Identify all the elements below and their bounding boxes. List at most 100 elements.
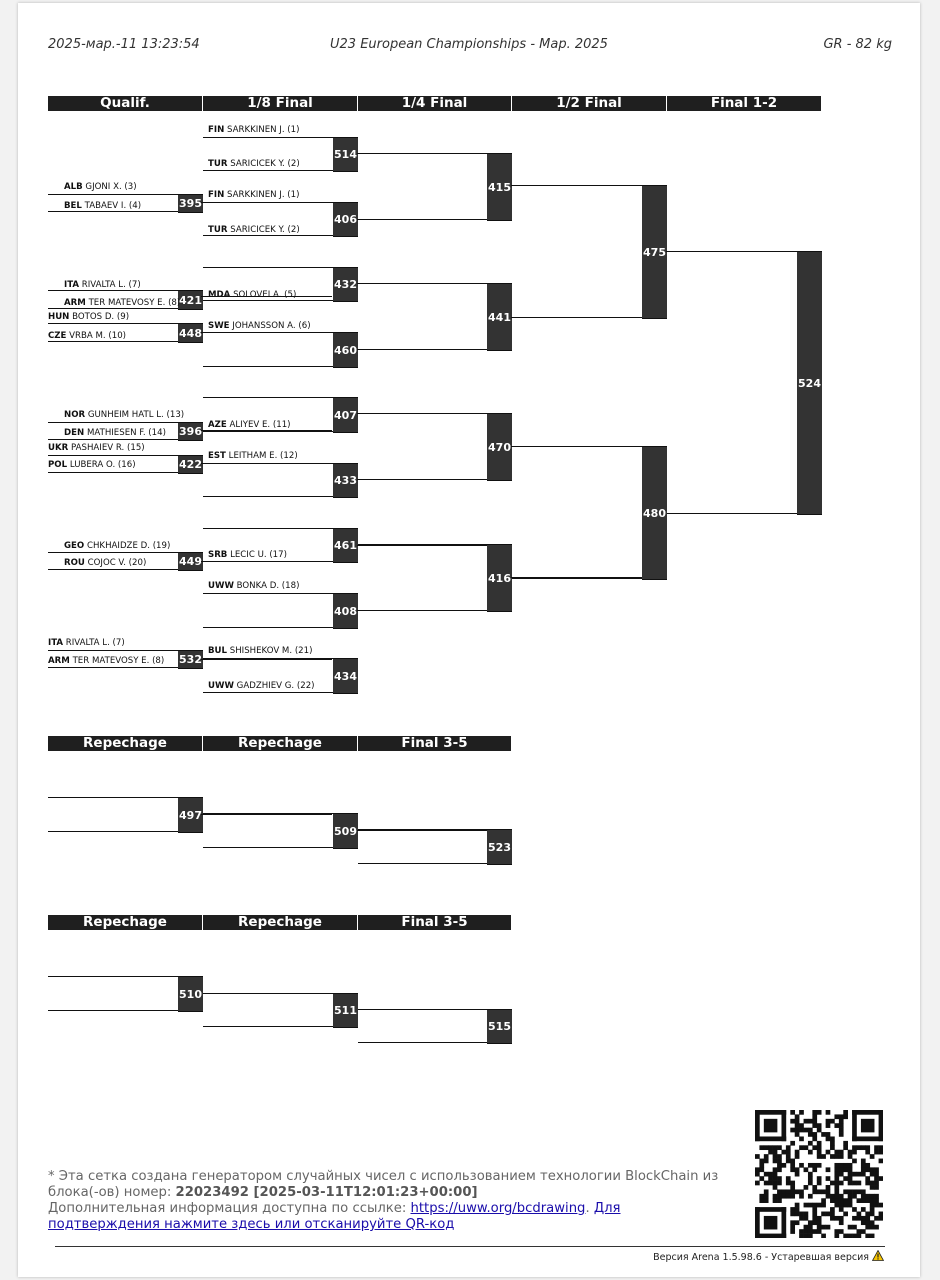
bracket-line: [203, 658, 358, 660]
wrestler-name: SARICICEK Y. (2): [230, 159, 300, 169]
version-label: Версия Arena 1.5.98.6 - Устаревшая верси…: [653, 1249, 885, 1263]
bracket-line: [512, 578, 667, 580]
bout-number[interactable]: 407: [333, 397, 358, 433]
connector-line: [357, 479, 487, 481]
bout-number[interactable]: 475: [642, 185, 667, 319]
bout-number[interactable]: 449: [178, 552, 203, 571]
rep1-header: Repechage: [48, 736, 202, 751]
bracket-line: [358, 1009, 512, 1011]
country-code: AZE: [208, 420, 227, 430]
rep1-header: Repechage: [203, 736, 357, 751]
bout-number[interactable]: 523: [487, 829, 512, 865]
bout-number[interactable]: 421: [178, 290, 203, 310]
bout-number[interactable]: 461: [333, 528, 358, 563]
wrestler-name: LECIC U. (17): [230, 550, 287, 560]
wrestler-name: LUBERA O. (16): [69, 460, 136, 470]
bcdrawing-link[interactable]: https://uww.org/bcdrawing: [410, 1201, 586, 1216]
country-code: ROU: [64, 558, 85, 568]
bout-number[interactable]: 460: [333, 332, 358, 368]
country-code: TUR: [208, 225, 228, 235]
qr-code-icon[interactable]: [755, 1110, 883, 1238]
bout-number[interactable]: 432: [333, 267, 358, 302]
bracket-line: [48, 308, 203, 310]
bout-number[interactable]: 395: [178, 194, 203, 213]
wrestler-entry: ITA RIVALTA L. (7): [48, 638, 125, 648]
wrestler-name: SARICICEK Y. (2): [230, 225, 300, 235]
bracket-line: [203, 1026, 358, 1028]
country-code: FIN: [208, 125, 225, 135]
connector-line: [201, 430, 332, 432]
wrestler-entry: FIN SARKKINEN J. (1): [208, 125, 299, 135]
rep2-header: Repechage: [203, 915, 357, 930]
wrestler-entry: BEL TABAEV I. (4): [64, 201, 141, 211]
wrestler-name: GADZHIEV G. (22): [236, 681, 315, 691]
bout-number[interactable]: 532: [178, 650, 203, 669]
wrestler-entry: ITA RIVALTA L. (7): [64, 280, 141, 290]
wrestler-entry: ROU COJOC V. (20): [64, 558, 146, 568]
wrestler-entry: UWW BONKA D. (18): [208, 581, 299, 591]
bout-number[interactable]: 524: [797, 251, 822, 515]
wrestler-name: SARKKINEN J. (1): [227, 190, 300, 200]
bout-number[interactable]: 415: [487, 153, 512, 221]
bout-number[interactable]: 448: [178, 323, 203, 343]
bracket-line: [48, 797, 203, 799]
wrestler-name: MATHIESEN F. (14): [86, 428, 166, 438]
connector-line: [511, 446, 642, 448]
main-header: 1/2 Final: [512, 96, 666, 111]
bout-number[interactable]: 441: [487, 283, 512, 351]
bout-number[interactable]: 434: [333, 658, 358, 694]
connector-line: [201, 296, 332, 298]
bout-number[interactable]: 515: [487, 1009, 512, 1044]
bout-number[interactable]: 480: [642, 446, 667, 580]
wrestler-entry: TUR SARICICEK Y. (2): [208, 225, 300, 235]
bout-number[interactable]: 433: [333, 463, 358, 498]
bout-number[interactable]: 509: [333, 813, 358, 849]
bracket-line: [203, 300, 358, 302]
connector-line: [357, 830, 487, 832]
bout-number[interactable]: 406: [333, 202, 358, 237]
country-code: EST: [208, 451, 226, 461]
connector-line: [357, 283, 487, 285]
bout-number[interactable]: 422: [178, 455, 203, 474]
bout-number[interactable]: 408: [333, 593, 358, 629]
confirm-link[interactable]: Для подтверждения нажмите здесь или отск…: [48, 1201, 621, 1232]
bracket-line: [203, 267, 358, 269]
connector-line: [357, 413, 487, 415]
bracket-line: [48, 472, 203, 474]
connector-line: [201, 202, 332, 204]
warning-icon: [871, 1249, 885, 1261]
wrestler-entry: SRB LECIC U. (17): [208, 550, 287, 560]
wrestler-name: GUNHEIM HATL L. (13): [87, 410, 185, 420]
country-code: ITA: [64, 280, 80, 290]
country-code: ARM: [48, 656, 70, 666]
wrestler-entry: NOR GUNHEIM HATL L. (13): [64, 410, 184, 420]
bout-number[interactable]: 510: [178, 976, 203, 1012]
country-code: SRB: [208, 550, 228, 560]
wrestler-entry: ARM TER MATEVOSY E. (8): [48, 656, 164, 666]
bout-number[interactable]: 470: [487, 413, 512, 481]
bracket-line: [48, 831, 203, 833]
wrestler-name: BOTOS D. (9): [72, 312, 130, 322]
bout-number[interactable]: 514: [333, 137, 358, 172]
bracket-line: [48, 455, 203, 457]
bracket-line: [48, 290, 203, 292]
bout-number[interactable]: 416: [487, 544, 512, 612]
bout-number[interactable]: 511: [333, 993, 358, 1028]
wrestler-name: COJOC V. (20): [87, 558, 147, 568]
wrestler-name: TABAEV I. (4): [84, 201, 142, 211]
connector-line: [357, 219, 487, 221]
weight-category: GR - 82 kg: [823, 37, 892, 52]
country-code: BUL: [208, 646, 228, 656]
info-prefix: Дополнительная информация доступна по сс…: [48, 1201, 411, 1216]
print-timestamp: 2025-мар.-11 13:23:54: [48, 37, 200, 52]
wrestler-entry: DEN MATHIESEN F. (14): [64, 428, 166, 438]
connector-line: [357, 153, 487, 155]
wrestler-name: LEITHAM E. (12): [228, 451, 298, 461]
bracket-line: [203, 528, 358, 530]
wrestler-name: SOLOVEI A. (5): [233, 290, 297, 300]
bracket-line: [203, 170, 358, 172]
bout-number[interactable]: 396: [178, 422, 203, 441]
wrestler-name: GJONI X. (3): [85, 182, 137, 192]
bout-number[interactable]: 497: [178, 797, 203, 833]
country-code: BEL: [64, 201, 82, 211]
